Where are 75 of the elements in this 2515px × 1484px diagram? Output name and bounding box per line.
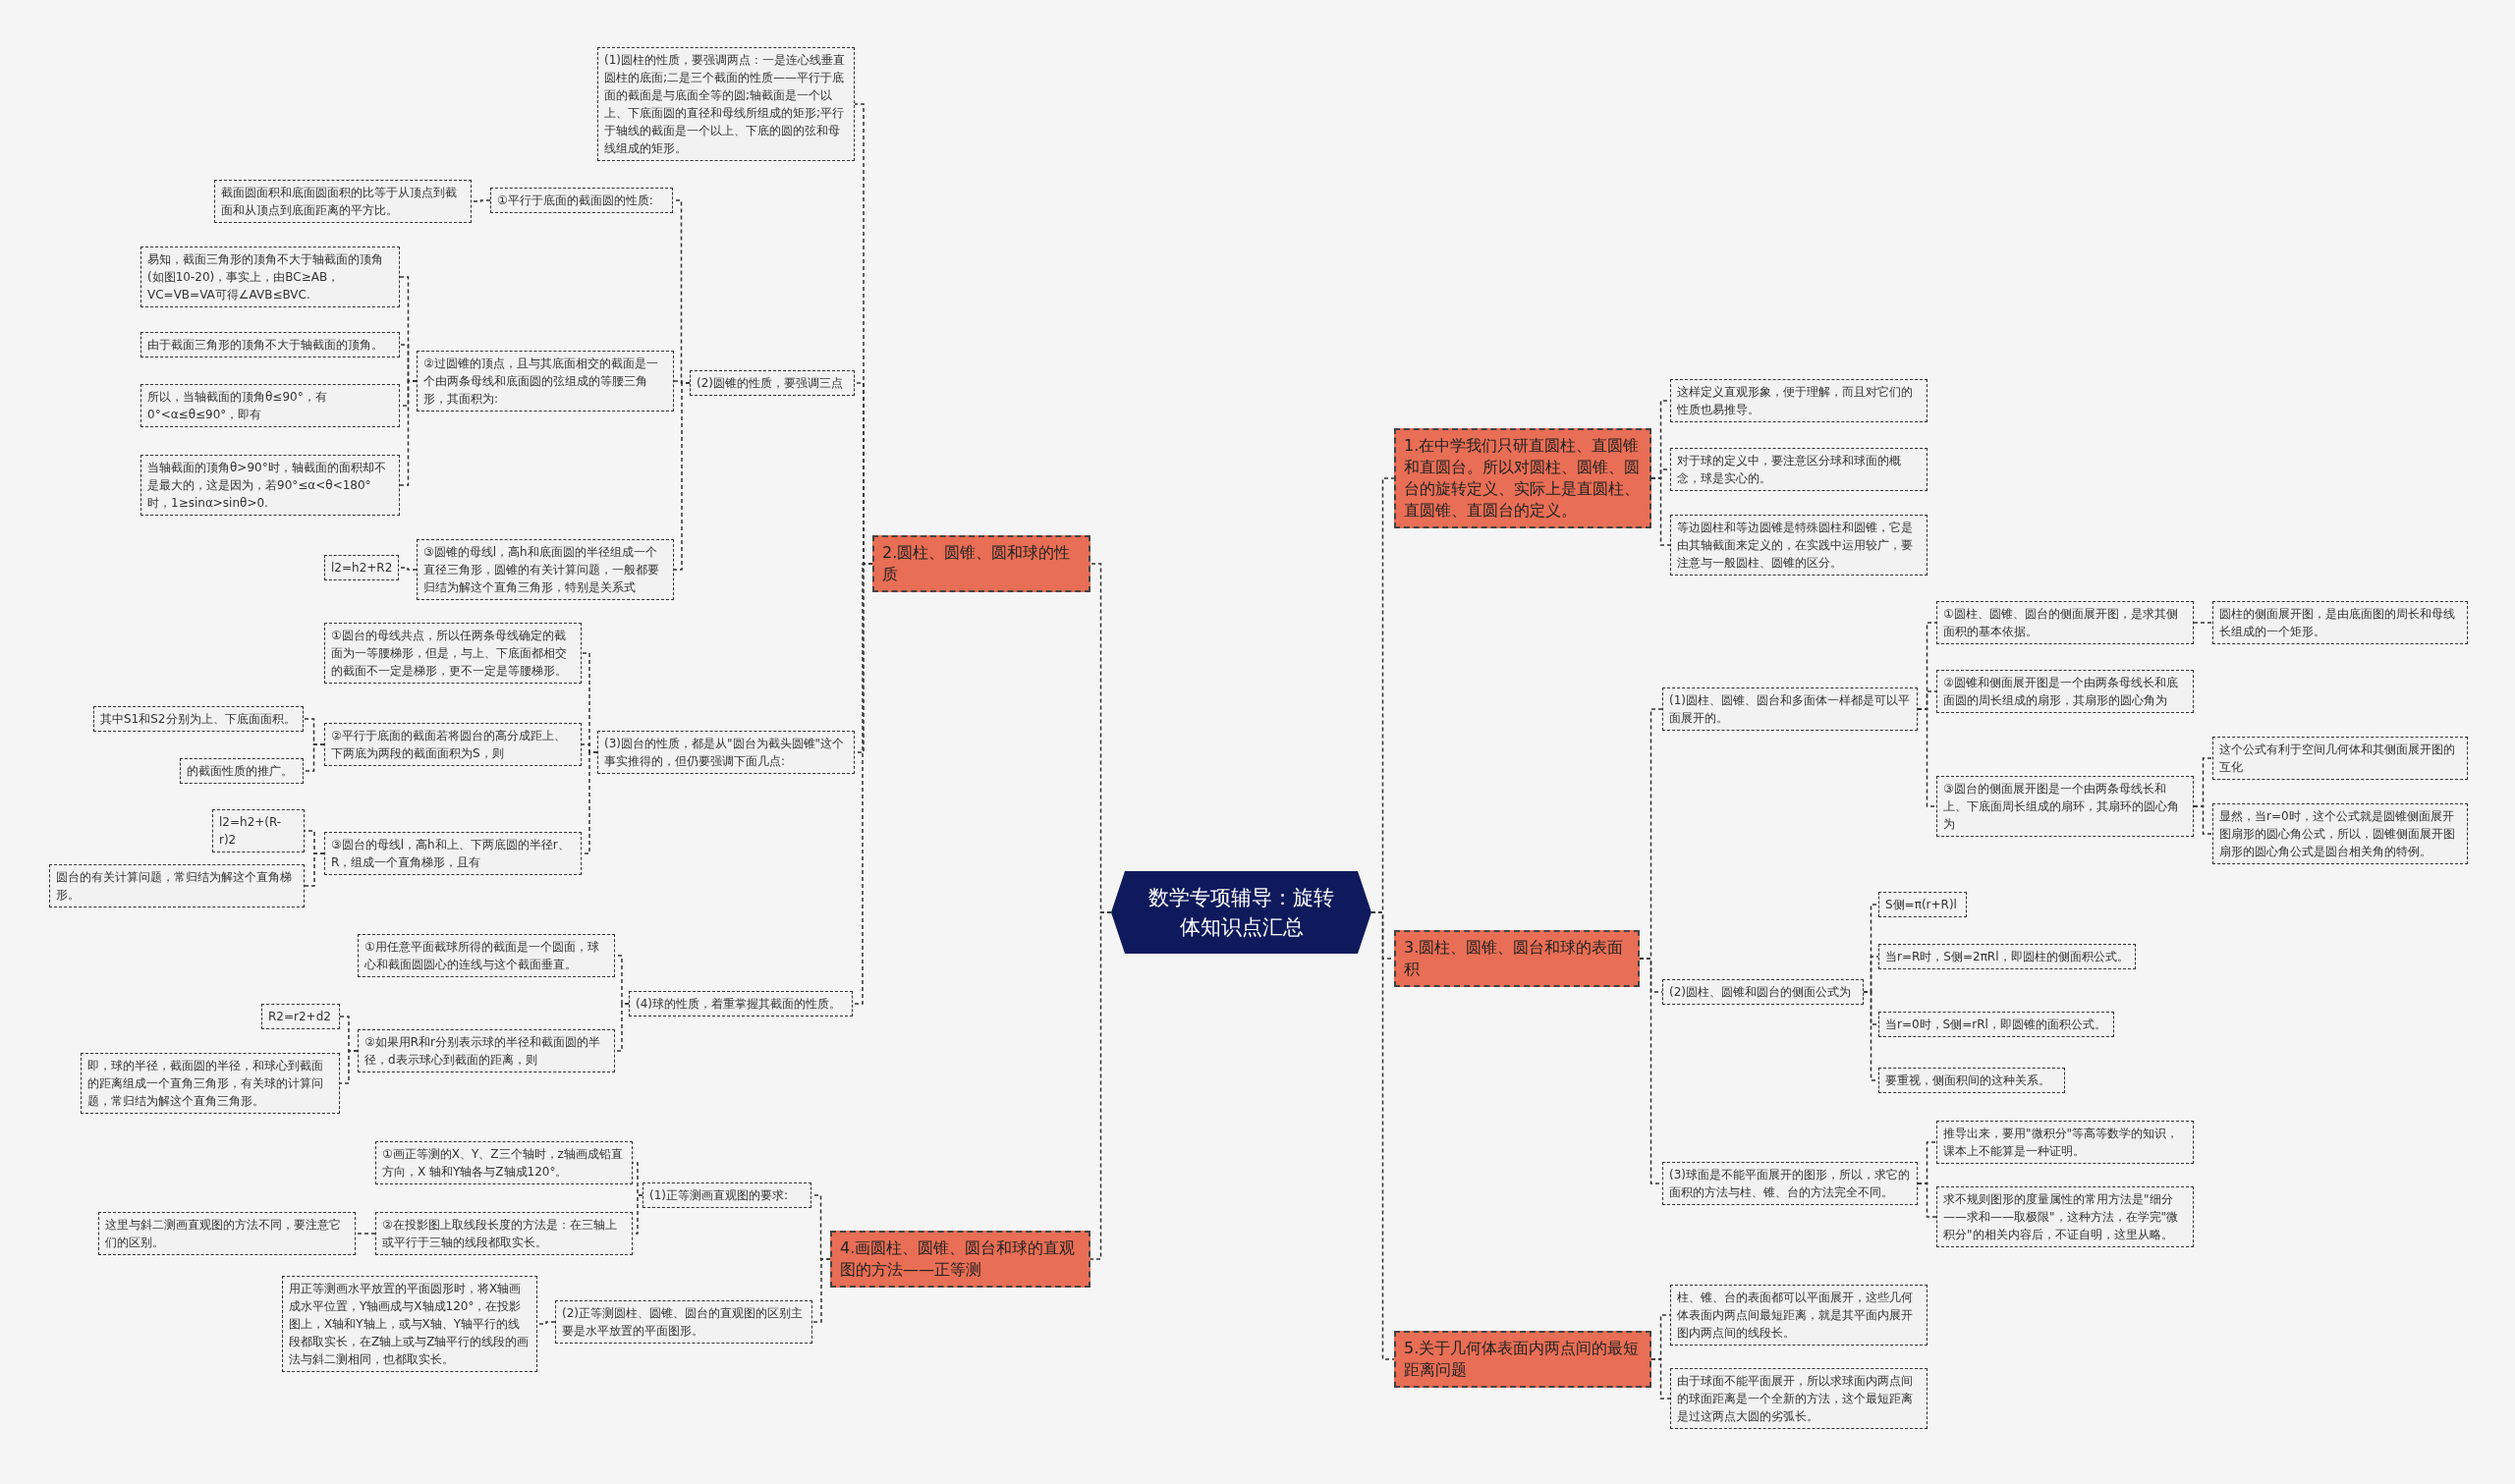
note-box: 这个公式有利于空间几何体和其侧面展开图的互化 xyxy=(2212,737,2468,780)
note-box: 当r=0时，S侧=rRl，即圆锥的面积公式。 xyxy=(1878,1012,2114,1037)
note-box: (1)圆柱、圆锥、圆台和多面体一样都是可以平面展开的。 xyxy=(1662,687,1918,731)
main-topic-box: 5.关于几何体表面内两点间的最短距离问题 xyxy=(1394,1331,1651,1388)
connector-line xyxy=(811,1258,831,1323)
note-box: (2)圆锥的性质，要强调三点 xyxy=(690,370,855,396)
note-box: S侧=π(r+R)l xyxy=(1878,892,1967,917)
note-box: 对于球的定义中，要注意区分球和球面的概念，球是实心的。 xyxy=(1670,448,1928,491)
main-topic-box: 2.圆柱、圆锥、圆和球的性质 xyxy=(872,535,1090,592)
main-topic-box: 4.画圆柱、圆锥、圆台和球的直观图的方法——正等测 xyxy=(830,1231,1090,1288)
note-box: ③圆台的母线l，高h和上、下两底圆的半径r、R，组成一个直角梯形，且有 xyxy=(324,832,582,875)
note-box: 等边圆柱和等边圆锥是特殊圆柱和圆锥，它是由其轴截面来定义的，在实践中运用较广，要注意与一般圆柱、圆锥的区分。 xyxy=(1670,515,1928,576)
note-box: (1)圆柱的性质，要强调两点：一是连心线垂直圆柱的底面;二是三个截面的性质——平行于底面的截面是与底面全等的圆;轴截面是一个以上、下底面圆的直径和母线所组成的矩形;平行于轴线的截面是一个以上、下底的圆的弦和母线组成的矩形。 xyxy=(597,47,855,161)
connector-line xyxy=(1370,911,1395,1360)
connector-line xyxy=(1917,1182,1937,1218)
note-box: ①圆台的母线共点，所以任两条母线确定的截面为一等腰梯形，但是，与上、下底面都相交的截面不一定是梯形，更不一定是等腰梯形。 xyxy=(324,623,582,684)
note-box: ①圆柱、圆锥、圆台的侧面展开图，是求其侧面积的基本依据。 xyxy=(1936,601,2194,644)
connector-line xyxy=(339,1050,359,1084)
note-box: 的截面性质的推广。 xyxy=(180,758,304,784)
note-box: 当r=R时，S侧=2πRl，即圆柱的侧面积公式。 xyxy=(1878,944,2136,969)
note-box: 截面圆面积和底面圆面积的比等于从顶点到截面和从顶点到底面距离的平方比。 xyxy=(214,180,472,223)
connector-line xyxy=(399,380,418,486)
connector-line xyxy=(471,199,491,202)
note-box: ②过圆锥的顶点，且与其底面相交的截面是一个由两条母线和底面圆的弦组成的等腰三角形，其面积为: xyxy=(417,351,674,412)
note-box: 所以，当轴截面的顶角θ≤90°，有0°<α≤θ≤90°，即有 xyxy=(140,384,400,427)
connector-line xyxy=(355,1233,376,1235)
connector-line xyxy=(2193,622,2213,624)
note-box: ③圆锥的母线l，高h和底面圆的半径组成一个直径三角形，圆锥的有关计算问题，一般都要归结为解这个直角三角形，特别是关系式 xyxy=(417,539,674,600)
note-box: 推导出来，要用"微积分"等高等数学的知识，课本上不能算是一种证明。 xyxy=(1936,1121,2194,1164)
note-box: ②如果用R和r分别表示球的半径和截面圆的半径，d表示球心到截面的距离，则 xyxy=(358,1029,615,1072)
note-box: l2=h2+(R-r)2 xyxy=(212,809,305,852)
note-box: 由于球面不能平面展开，所以求球面内两点间的球面距离是一个全新的方法，这个最短距离是过这两点大圆的劣弧长。 xyxy=(1670,1368,1928,1429)
connector-line xyxy=(1917,708,1937,807)
note-box: ③圆台的侧面展开图是一个由两条母线长和上、下底面周长组成的扇环，其扇环的圆心角为 xyxy=(1936,776,2194,837)
note-box: 用正等测画水平放置的平面圆形时，将X轴画成水平位置，Y轴画成与X轴成120°，在投影图上，X轴和Y轴上，或与X轴、Y轴平行的线段都取实长，在Z轴上或与Z轴平行的线段的画法与斜二测相同，也都取实长。 xyxy=(282,1276,537,1372)
main-topic-box: 3.圆柱、圆锥、圆台和球的表面积 xyxy=(1394,930,1640,987)
note-box: (2)正等测圆柱、圆锥、圆台的直观图的区别主要是水平放置的平面图形。 xyxy=(555,1300,812,1344)
note-box: 当轴截面的顶角θ>90°时，轴截面的面积却不是最大的，这是因为，若90°≤α<θ<180°时，1≥sinα>sinθ>0. xyxy=(140,455,400,516)
note-box: 柱、锥、台的表面都可以平面展开，这些几何体表面内两点间最短距离，就是其平面内展开图内两点间的线段长。 xyxy=(1670,1285,1928,1346)
connector-line xyxy=(673,382,691,571)
note-box: ②圆锥和侧面展开图是一个由两条母线长和底面圆的周长组成的扇形，其扇形的圆心角为 xyxy=(1936,670,2194,713)
connector-line xyxy=(1650,1358,1671,1400)
note-box: (4)球的性质，着重掌握其截面的性质。 xyxy=(629,991,853,1017)
note-box: 即，球的半径，截面圆的半径，和球心到截面的距离组成一个直角三角形，有关球的计算问题，常归结为解这个直角三角形。 xyxy=(81,1053,340,1114)
note-box: ①平行于底面的截面圆的性质: xyxy=(490,188,673,213)
note-box: 求不规则图形的度量属性的常用方法是"细分——求和——取极限"，这种方法，在学完"微积分"的相关内容后，不证自明，这里从略。 xyxy=(1936,1186,2194,1247)
note-box: l2=h2+R2 xyxy=(324,555,399,580)
connector-line xyxy=(1650,477,1671,546)
connector-line xyxy=(398,567,418,571)
connector-line xyxy=(614,1003,630,1052)
note-box: 其中S1和S2分别为上、下底面面积。 xyxy=(93,706,304,732)
note-box: 圆柱的侧面展开图，是由底面图的周长和母线长组成的一个矩形。 xyxy=(2212,601,2468,644)
note-box: 显然，当r=0时，这个公式就是圆锥侧面展开图扇形的圆心角公式，所以，圆锥侧面展开图扇形的圆心角公式是圆台相关角的特例。 xyxy=(2212,803,2468,864)
connector-line xyxy=(1090,911,1112,1260)
note-box: R2=r2+d2 xyxy=(261,1004,340,1029)
note-box: ②平行于底面的截面若将圆台的高分成距上、下两底为两段的截面面积为S，则 xyxy=(324,723,582,766)
note-box: ①用任意平面截球所得的截面是一个圆面，球心和截面圆圆心的连线与这个截面垂直。 xyxy=(358,934,615,977)
note-box: 易知，截面三角形的顶角不大于轴截面的顶角(如图10-20)，事实上，由BC≥AB，VC=VB=VA可得∠AVB≤BVC. xyxy=(140,247,400,307)
note-box: (1)正等测画直观图的要求: xyxy=(643,1182,811,1208)
central-topic: 数学专项辅导：旋转体知识点汇总 xyxy=(1111,871,1371,954)
connector-line xyxy=(2193,805,2213,835)
note-box: 要重视，侧面积间的这种关系。 xyxy=(1878,1068,2065,1093)
note-box: 这里与斜二测画直观图的方法不同，要注意它们的区别。 xyxy=(98,1212,356,1255)
main-topic-box: 1.在中学我们只研直圆柱、直圆锥和直圆台。所以对圆柱、圆锥、圆台的旋转定义、实际上是直圆柱、直圆锥、直圆台的定义。 xyxy=(1394,428,1651,528)
connector-line xyxy=(304,852,325,887)
note-box: (3)球面是不能平面展开的图形，所以，求它的面积的方法与柱、锥、台的方法完全不同。 xyxy=(1662,1162,1918,1205)
note-box: 这样定义直观形象，便于理解，而且对它们的性质也易推导。 xyxy=(1670,379,1928,422)
note-box: (3)圆台的性质，都是从"圆台为截头圆锥"这个事实推得的，但仍要强调下面几点: xyxy=(597,731,855,774)
connector-line xyxy=(303,743,325,772)
note-box: ②在投影图上取线段长度的方法是：在三轴上或平行于三轴的线段都取实长。 xyxy=(375,1212,633,1255)
note-box: 圆台的有关计算问题，常归结为解这个直角梯形。 xyxy=(49,864,305,907)
note-box: (2)圆柱、圆锥和圆台的侧面公式为 xyxy=(1662,979,1864,1005)
note-box: ①画正等测的X、Y、Z三个轴时，z轴画成铅直方向，X 轴和Y轴各与Z轴成120°。 xyxy=(375,1141,633,1184)
connector-line xyxy=(536,1321,556,1325)
note-box: 由于截面三角形的顶角不大于轴截面的顶角。 xyxy=(140,332,400,357)
